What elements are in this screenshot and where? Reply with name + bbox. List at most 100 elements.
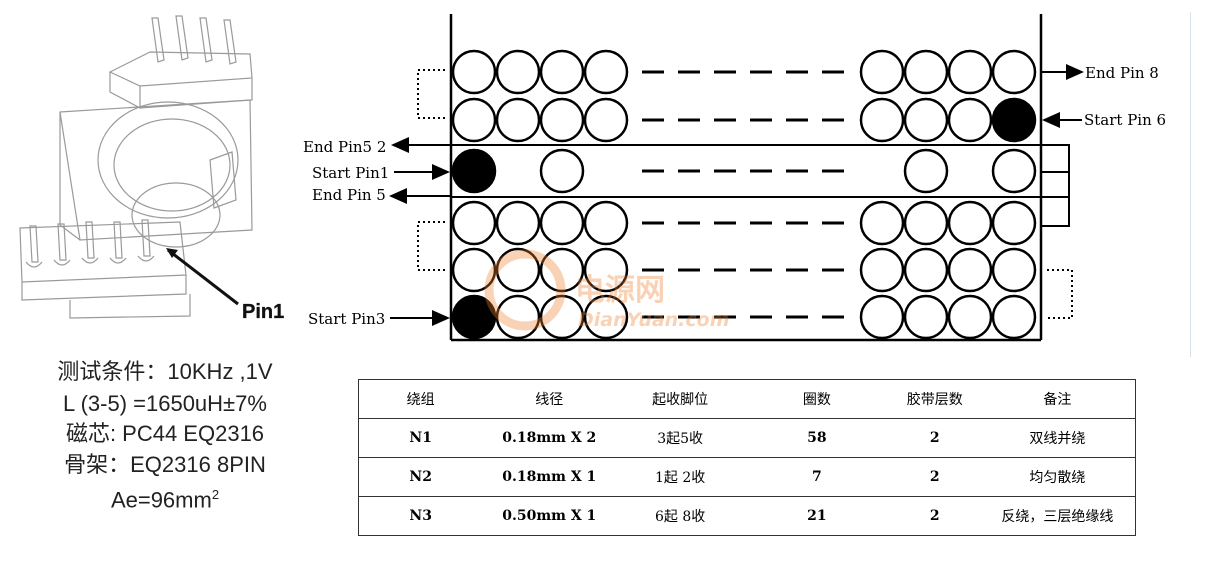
table-row: N1 0.18mm X 2 3起5收 58 2 双线并绕 [358, 418, 1136, 458]
header-winding: 绕组 [358, 379, 483, 419]
wire-turn [903, 200, 949, 246]
wire-turn [947, 200, 993, 246]
cell-note: 均匀散绕 [979, 457, 1136, 497]
spec-test-conditions: 测试条件：10KHz ,1V [57, 359, 273, 384]
wire-turn [903, 97, 949, 143]
n3-dotted-connector [417, 69, 445, 119]
wire-turn [903, 49, 949, 95]
spec-bobbin: 骨架：EQ2316 8PIN [64, 452, 266, 477]
header-wire: 线径 [482, 379, 617, 419]
end-pin5-2-label: End Pin5 2 [303, 138, 386, 156]
wire-turn [903, 148, 949, 194]
wire-turn [903, 247, 949, 293]
wire-turn [451, 200, 497, 246]
wire-turn [583, 97, 629, 143]
cell-note: 反绕，三层绝缘线 [979, 496, 1136, 536]
cell-winding: N3 [358, 496, 483, 536]
winding-table: 绕组 线径 起收脚位 圈数 胶带层数 备注 N1 0.18mm X 2 3起5收… [358, 379, 1136, 536]
wire-turn [583, 247, 629, 293]
header-pins: 起收脚位 [616, 379, 745, 419]
header-turns: 圈数 [744, 379, 890, 419]
table-row: N2 0.18mm X 1 1起 2收 7 2 均匀散绕 [358, 457, 1136, 497]
pin1-arrowhead [166, 248, 178, 258]
wire-turn [859, 200, 905, 246]
wire-turn [583, 294, 629, 340]
cell-wire: 0.18mm X 2 [482, 418, 617, 458]
spec-ae-sup: 2 [211, 487, 220, 502]
start-wire-marker [451, 294, 497, 340]
start-pin1-label: Start Pin1 [312, 164, 389, 182]
cell-wire: 0.50mm X 1 [482, 496, 617, 536]
wire-turn [991, 49, 1037, 95]
header-tape: 胶带层数 [889, 379, 980, 419]
n1-dotted-connector-right [1047, 269, 1073, 319]
wire-turn [451, 247, 497, 293]
start-wire-marker [451, 148, 497, 194]
cell-pins: 3起5收 [616, 418, 745, 458]
wire-turn [451, 49, 497, 95]
wire-turn [991, 294, 1037, 340]
wire-turn [947, 294, 993, 340]
bobbin-outline [19, 15, 253, 319]
wire-turn [859, 294, 905, 340]
wire-turn [539, 200, 585, 246]
wire-turn [903, 294, 949, 340]
wire-turn [947, 49, 993, 95]
bobbin-drawing: Pin1 [19, 15, 284, 323]
table-row: N3 0.50mm X 1 6起 8收 21 2 反绕，三层绝缘线 [358, 496, 1136, 536]
start-pin3-label: Start Pin3 [308, 310, 385, 328]
wire-turn [539, 49, 585, 95]
watermark-logo [484, 249, 566, 331]
wire-turn [947, 247, 993, 293]
wire-turn [539, 247, 585, 293]
wire-turn [991, 247, 1037, 293]
cell-tape: 2 [889, 496, 980, 536]
cell-note: 双线并绕 [979, 418, 1136, 458]
cell-tape: 2 [889, 457, 980, 497]
wire-turn [947, 97, 993, 143]
n1-dotted-connector-left [417, 221, 445, 271]
wire-turn [859, 247, 905, 293]
wire-turn [859, 49, 905, 95]
wire-turn [495, 97, 541, 143]
n2-end-loop [1041, 196, 1070, 227]
cell-winding: N1 [358, 418, 483, 458]
wire-turn [451, 97, 497, 143]
wire-turn [991, 148, 1037, 194]
spec-core: 磁芯: PC44 EQ2316 [65, 421, 265, 446]
wire-turn [495, 49, 541, 95]
cell-tape: 2 [889, 418, 980, 458]
wire-turn [583, 200, 629, 246]
cell-winding: N2 [358, 457, 483, 497]
watermark: 电源网 DianYuan.com [484, 249, 730, 331]
wire-turn [495, 294, 541, 340]
cell-turns: 21 [744, 496, 890, 536]
table-header-row: 绕组 线径 起收脚位 圈数 胶带层数 备注 [358, 379, 1136, 419]
wire-cross-sections [451, 49, 1037, 340]
wire-turn [539, 294, 585, 340]
cell-wire: 0.18mm X 1 [482, 457, 617, 497]
cell-pins: 6起 8收 [616, 496, 745, 536]
pin1-label: Pin1 [242, 301, 284, 323]
wire-turn [539, 148, 585, 194]
cell-turns: 58 [744, 418, 890, 458]
watermark-en: DianYuan.com [578, 309, 730, 331]
end-pin8-label: End Pin 8 [1085, 64, 1159, 82]
wire-turn [859, 97, 905, 143]
spec-inductance: L (3-5) =1650uH±7% [63, 391, 267, 416]
end-pin5-label: End Pin 5 [312, 186, 386, 204]
dash-continuations [642, 70, 855, 319]
wire-turn [539, 97, 585, 143]
cell-pins: 1起 2收 [616, 457, 745, 497]
start-wire-marker [991, 97, 1037, 143]
spec-ae-base: Ae=96mm [110, 487, 212, 513]
wire-turn [495, 247, 541, 293]
cell-turns: 7 [744, 457, 890, 497]
wire-turn [583, 49, 629, 95]
pin1-pointer [167, 248, 239, 306]
start-pin6-label: Start Pin 6 [1084, 111, 1166, 129]
wire-turn [495, 200, 541, 246]
right-edge-line [1190, 12, 1191, 357]
wire-turn [991, 200, 1037, 246]
winding-diagram: 电源网 DianYuan.com End Pin 8 Start Pin 6 E… [303, 14, 1166, 342]
